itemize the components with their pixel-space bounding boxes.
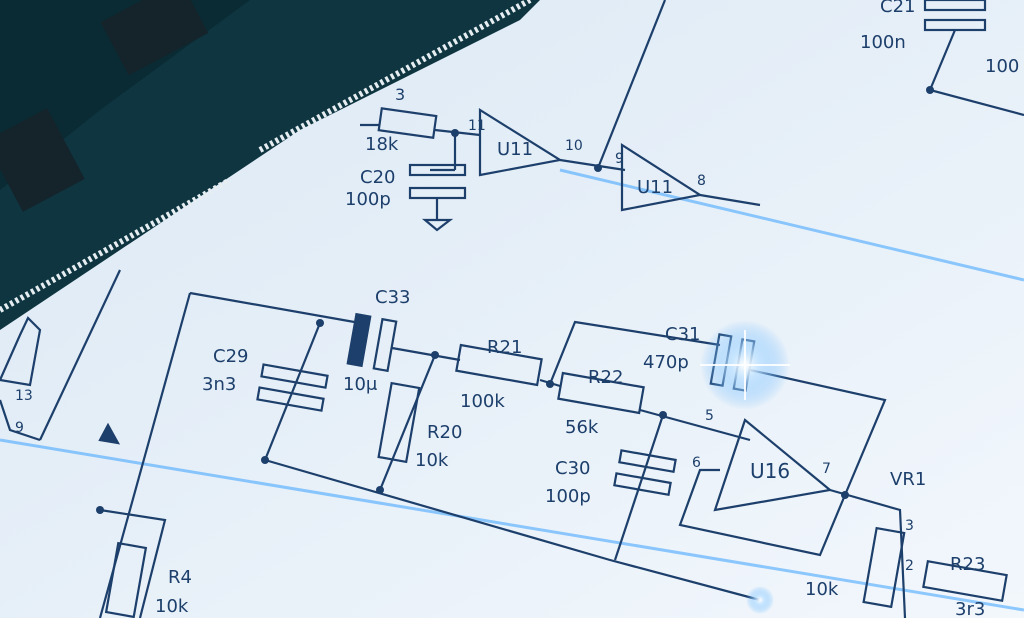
label-c33: C33 — [375, 287, 410, 308]
label-pin3: 3 — [905, 518, 914, 534]
label-pin5: 5 — [705, 408, 714, 424]
lens-flare — [700, 320, 790, 614]
label-c29-value: 3n3 — [202, 374, 236, 395]
label-r23-value: 3r3 — [955, 599, 985, 618]
label-u11a: U11 — [497, 139, 533, 160]
label-c21-value: 100n — [860, 32, 906, 53]
label-c20-value: 100p — [345, 189, 391, 210]
label-c20: C20 — [360, 167, 395, 188]
label-r4-value: 10k — [155, 596, 189, 617]
label-pin10: 10 — [565, 138, 583, 154]
label-c31-value: 470p — [643, 352, 689, 373]
label-c33-value: 10μ — [343, 374, 378, 395]
junction-dots — [96, 86, 934, 514]
label-r21: R21 — [487, 337, 522, 358]
component-labels: 3 18k C20 100p 11 U11 10 9 U11 8 C21 100… — [15, 0, 1019, 618]
label-left-13: 13 — [15, 388, 33, 404]
label-r22: R22 — [588, 367, 623, 388]
label-pin6: 6 — [692, 455, 701, 471]
label-pin7: 7 — [822, 461, 831, 477]
label-pin8: 8 — [697, 173, 706, 189]
light-streaks — [0, 168, 1024, 612]
label-c31: C31 — [665, 324, 700, 345]
label-r21-value: 100k — [460, 391, 505, 412]
label-pin11: 11 — [468, 118, 486, 134]
label-r22-value: 56k — [565, 417, 599, 438]
label-c30-value: 100p — [545, 486, 591, 507]
label-c29: C29 — [213, 346, 248, 367]
label-r20-value: 10k — [415, 450, 449, 471]
label-r18k: 18k — [365, 134, 399, 155]
label-c21-value-2: 100 — [985, 56, 1019, 77]
label-pin9: 9 — [615, 151, 624, 167]
label-r20: R20 — [427, 422, 462, 443]
label-r23: R23 — [950, 554, 985, 575]
label-pin2: 2 — [905, 558, 914, 574]
label-u11b: U11 — [637, 177, 673, 198]
label-vr-10k: 10k — [805, 579, 839, 600]
label-r-top: 3 — [395, 85, 405, 104]
label-c21: C21 — [880, 0, 915, 17]
label-left-9: 9 — [15, 420, 24, 436]
label-c30: C30 — [555, 458, 590, 479]
circuit-board — [0, 0, 540, 330]
label-u16: U16 — [750, 459, 790, 483]
label-r4: R4 — [168, 567, 192, 588]
label-vr1: VR1 — [890, 469, 926, 490]
